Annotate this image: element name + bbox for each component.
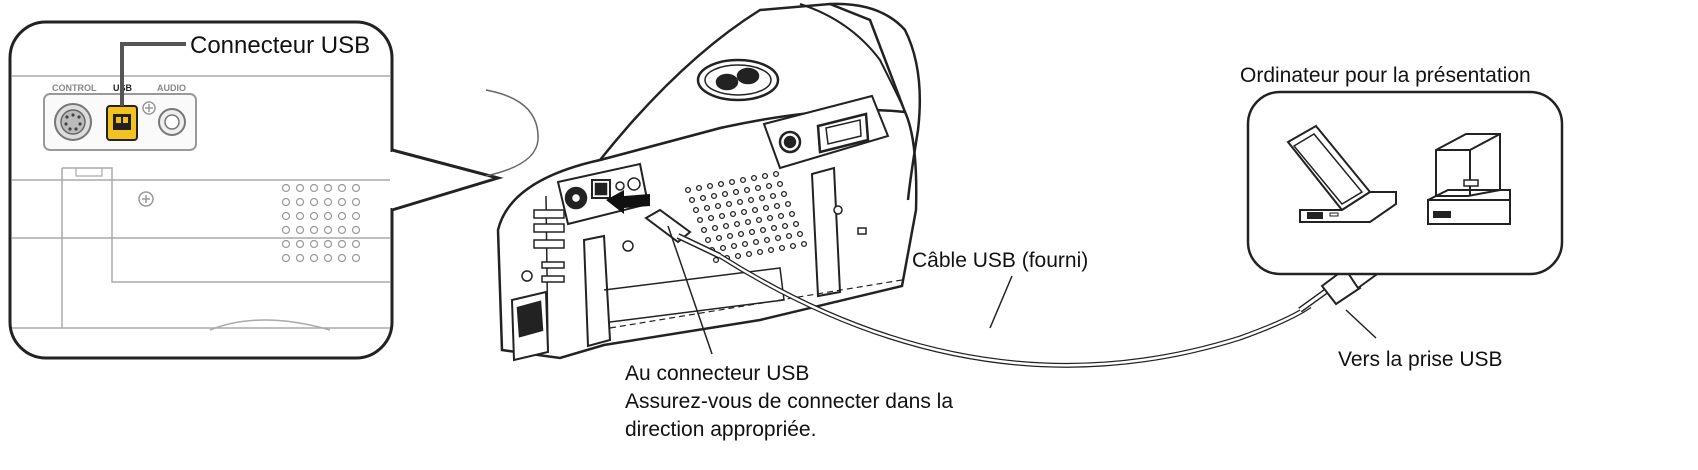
connector-zoom-inset: CONTROL USB AUDIO Connecteur USB xyxy=(8,20,504,360)
connector-leader-line xyxy=(120,42,186,106)
to-connector-label: Au connecteur USB xyxy=(625,362,809,385)
laptop-icon xyxy=(1286,124,1397,223)
computer-panel xyxy=(1246,90,1564,276)
direction-note-line1: Assurez-vous de connecter dans la xyxy=(625,390,953,413)
connector-leader xyxy=(667,225,713,355)
cable-leader xyxy=(989,275,1013,329)
insert-arrow-icon xyxy=(606,190,650,214)
projector-illustration xyxy=(485,2,922,362)
connector-usb-label: Connecteur USB xyxy=(190,32,370,59)
computer-label: Ordinateur pour la présentation xyxy=(1240,64,1531,87)
audio-port-label: AUDIO xyxy=(157,83,186,93)
vent-grid xyxy=(281,183,361,263)
control-port-label: CONTROL xyxy=(52,83,97,93)
cable-label: Câble USB (fourni) xyxy=(912,249,1088,272)
socket-leader xyxy=(1345,309,1377,339)
usb-socket-label: Vers la prise USB xyxy=(1338,348,1503,371)
direction-note-line2: direction appropriée. xyxy=(625,418,816,441)
labels: Au connecteur USB Assurez-vous de connec… xyxy=(625,64,1531,441)
desktop-computer-icon xyxy=(1427,133,1511,225)
callout-pointer xyxy=(391,148,504,212)
